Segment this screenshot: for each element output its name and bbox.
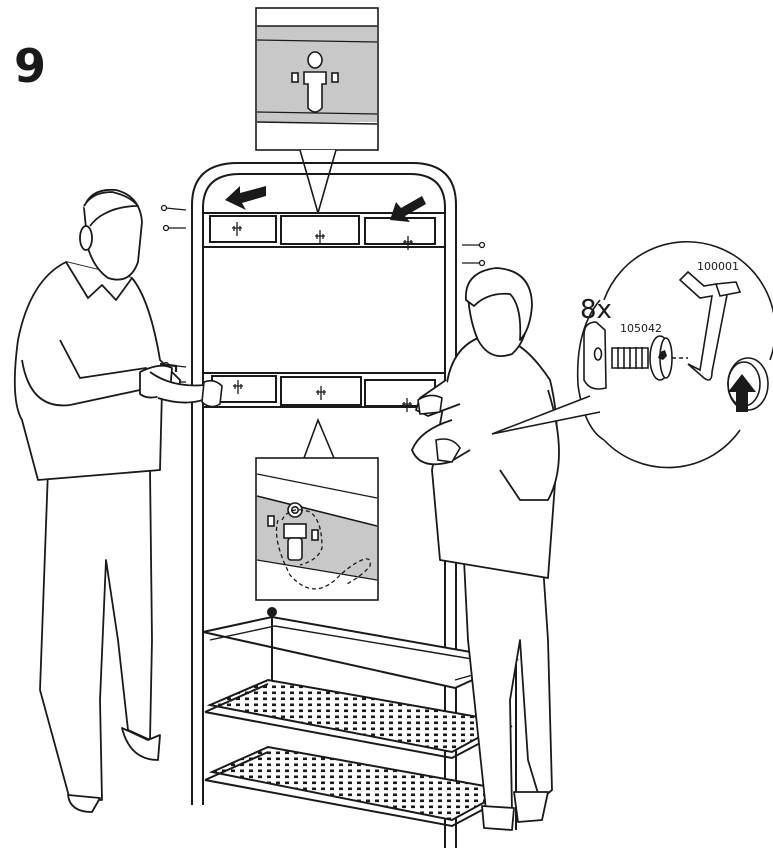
man-figure	[13, 188, 213, 813]
shoe-shelf	[191, 607, 520, 830]
quantity-label: 8x	[580, 295, 612, 325]
rotation-arrow	[728, 374, 756, 412]
hands	[201, 379, 461, 463]
coat-rack-frame	[191, 162, 457, 848]
allen-key-in-hand	[159, 362, 178, 372]
bottom-detail-callout	[255, 417, 379, 601]
direction-arrows	[225, 186, 426, 222]
step-number: 9	[14, 39, 46, 93]
allen-key-part-code: 100001	[697, 260, 739, 273]
bolt-part-code: 105042	[620, 322, 662, 335]
hook-marks	[232, 222, 413, 412]
top-detail-callout	[255, 7, 379, 216]
